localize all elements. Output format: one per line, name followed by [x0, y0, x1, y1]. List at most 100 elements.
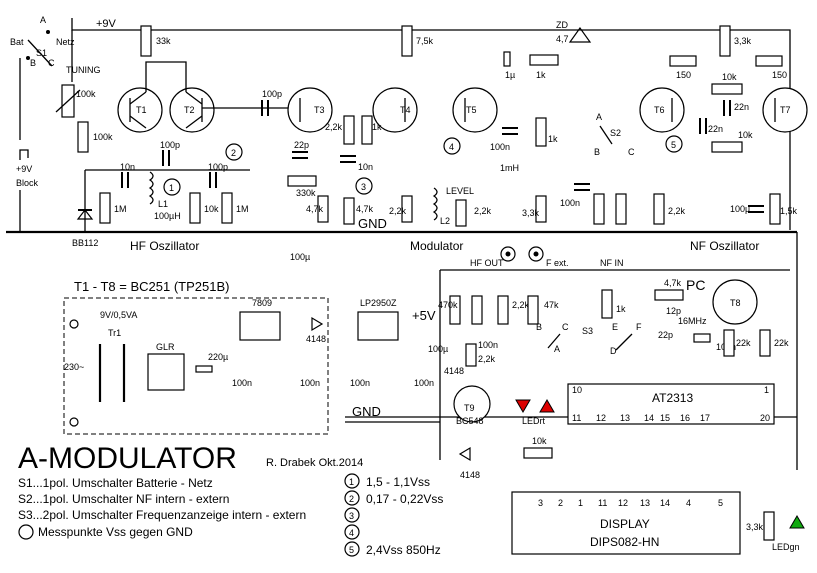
modulator-section: 100p T3 T4 T5 22p 330k 4,7k 2,2k 1k 10n …: [202, 20, 592, 268]
svg-text:4: 4: [686, 498, 691, 508]
svg-text:4: 4: [349, 528, 354, 538]
svg-text:100p: 100p: [262, 89, 282, 99]
svg-text:150: 150: [676, 70, 691, 80]
svg-text:100n: 100n: [560, 198, 580, 208]
section-nf-label: NF Oszillator: [690, 239, 759, 253]
power-supply: 230~ Tr1 9V/0,5VA GLR 220µ 100n 7809 414…: [63, 252, 436, 435]
measure-point-4: [443, 137, 461, 155]
transistor-t3: [287, 87, 333, 133]
svg-text:100µ: 100µ: [428, 344, 448, 354]
svg-text:T9: T9: [464, 403, 475, 413]
svg-text:S2: S2: [610, 128, 621, 138]
svg-text:LEVEL: LEVEL: [446, 186, 474, 196]
level-pot: [455, 199, 467, 227]
s1-label: S1: [36, 48, 47, 58]
svg-text:230~: 230~: [64, 362, 84, 372]
svg-text:12p: 12p: [666, 306, 681, 316]
svg-text:1: 1: [578, 498, 583, 508]
legend-s2: S2...1pol. Umschalter NF intern - extern: [18, 492, 229, 506]
s1-pin-a: A: [40, 15, 46, 25]
svg-text:47k: 47k: [544, 300, 559, 310]
svg-text:T1: T1: [136, 105, 147, 115]
svg-text:3: 3: [349, 511, 354, 521]
crystal-16mhz: [693, 333, 711, 343]
svg-text:1k: 1k: [372, 122, 382, 132]
svg-text:S3: S3: [582, 326, 593, 336]
svg-text:14: 14: [660, 498, 670, 508]
svg-text:DISPLAY: DISPLAY: [600, 517, 650, 531]
svg-text:15: 15: [660, 413, 670, 423]
svg-text:AT2313: AT2313: [652, 391, 693, 405]
svg-text:10k: 10k: [204, 204, 219, 214]
svg-text:10k: 10k: [532, 436, 547, 446]
svg-text:2,2k: 2,2k: [668, 206, 686, 216]
section-hf-label: HF Oszillator: [130, 239, 199, 253]
measure-point-3: [355, 177, 373, 195]
resistor-100k: [77, 121, 89, 153]
measure-point-5: [665, 135, 683, 153]
svg-text:C: C: [562, 322, 569, 332]
svg-text:33k: 33k: [156, 36, 171, 46]
svg-text:16MHz: 16MHz: [678, 316, 707, 326]
svg-text:1: 1: [169, 183, 174, 193]
svg-text:150: 150: [772, 70, 787, 80]
s1-pin-c: C: [48, 58, 55, 68]
measure-point-2: [225, 143, 243, 161]
svg-text:100n: 100n: [478, 340, 498, 350]
transistor-t9: [453, 385, 491, 423]
nf-oscillator: A S2 B C 5 NF IN T6 T7 3,3k 150 150 10k …: [593, 25, 808, 268]
svg-text:3,3k: 3,3k: [734, 36, 752, 46]
svg-text:GLR: GLR: [156, 342, 175, 352]
battery-block-label: Block: [16, 178, 39, 188]
diagram-title: A-MODULATOR: [18, 442, 237, 475]
pc-label: PC: [686, 277, 705, 293]
svg-text:22k: 22k: [774, 338, 789, 348]
svg-text:1M: 1M: [236, 204, 249, 214]
svg-text:4: 4: [449, 142, 454, 152]
led-green: [789, 515, 805, 529]
svg-text:B: B: [536, 322, 542, 332]
svg-text:1,5k: 1,5k: [780, 206, 798, 216]
transistor-t1: [117, 87, 163, 133]
svg-text:F: F: [636, 322, 642, 332]
svg-text:HF OUT: HF OUT: [470, 258, 504, 268]
svg-text:17: 17: [700, 413, 710, 423]
section-mod-label: Modulator: [410, 239, 463, 253]
svg-text:20: 20: [760, 413, 770, 423]
measure-point-1: [163, 178, 181, 196]
svg-text:12: 12: [596, 413, 606, 423]
svg-text:T8: T8: [730, 298, 741, 308]
svg-text:T7: T7: [780, 105, 791, 115]
display-dips082: [511, 491, 741, 555]
supply-voltage-label: +9V: [96, 18, 117, 30]
svg-text:E: E: [612, 322, 618, 332]
svg-text:2: 2: [558, 498, 563, 508]
svg-text:10n: 10n: [358, 162, 373, 172]
svg-text:1k: 1k: [536, 70, 546, 80]
netz-label: Netz: [56, 37, 75, 47]
display-module: 3 2 1 11 12 13 14 4 5 DISPLAY DIPS082-HN…: [511, 491, 805, 555]
svg-text:LEDgn: LEDgn: [772, 542, 800, 552]
svg-text:4148: 4148: [306, 334, 326, 344]
svg-text:1: 1: [764, 385, 769, 395]
svg-text:14: 14: [644, 413, 654, 423]
svg-text:T4: T4: [400, 105, 411, 115]
plus5v-label: +5V: [412, 308, 436, 323]
regulator-7809: [239, 311, 281, 341]
transistor-note: T1 - T8 = BC251 (TP251B): [74, 279, 229, 294]
svg-text:13: 13: [640, 498, 650, 508]
svg-text:100µH: 100µH: [154, 211, 181, 221]
svg-text:2: 2: [349, 494, 354, 504]
gnd-label-top: GND: [358, 216, 387, 231]
svg-text:3,3k: 3,3k: [522, 208, 540, 218]
svg-text:5: 5: [671, 140, 676, 150]
svg-text:A: A: [596, 112, 602, 122]
legend-s1: S1...1pol. Umschalter Batterie - Netz: [18, 476, 213, 490]
transistor-t2: [169, 87, 215, 133]
varicap-label: BB112: [72, 238, 98, 248]
svg-text:3: 3: [361, 182, 366, 192]
svg-text:10n: 10n: [120, 162, 135, 172]
gnd-label-bottom: GND: [352, 404, 381, 419]
regulator-lp2950z: [357, 311, 399, 341]
svg-text:100n: 100n: [232, 378, 252, 388]
